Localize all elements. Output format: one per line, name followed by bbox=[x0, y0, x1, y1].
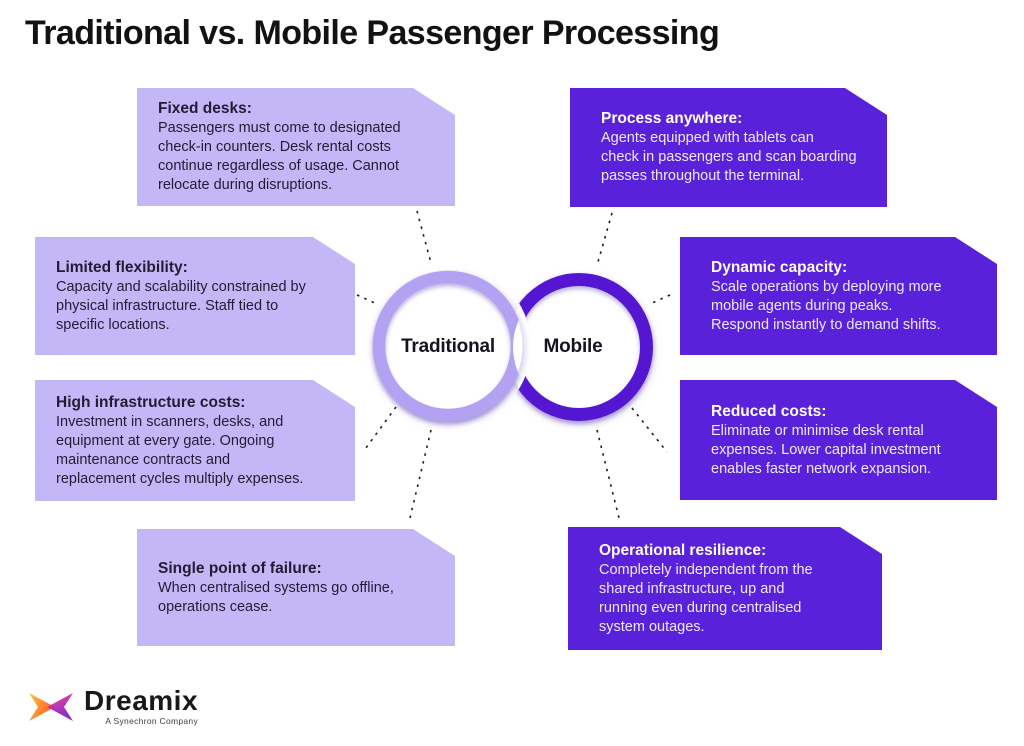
connector-line bbox=[416, 210, 432, 264]
connector-line bbox=[596, 429, 620, 519]
venn-label-traditional: Traditional bbox=[401, 336, 495, 357]
dreamix-wordmark: Dreamix bbox=[84, 685, 199, 716]
page-title: Traditional vs. Mobile Passenger Process… bbox=[25, 14, 720, 52]
connector-line bbox=[597, 212, 613, 263]
dreamix-logo-icon bbox=[29, 693, 73, 721]
callout-heading: Single point of failure: bbox=[158, 559, 322, 577]
callout-body: Scale operations by deploying more mobil… bbox=[711, 278, 942, 333]
callout-body: Completely independent from the shared i… bbox=[599, 561, 813, 635]
callout-body: Capacity and scalability constrained by … bbox=[56, 278, 306, 333]
callout-high-infrastructure-costs: High infrastructure costs: Investment in… bbox=[35, 380, 355, 501]
callout-process-anywhere: Process anywhere: Agents equipped with t… bbox=[570, 88, 887, 207]
connector-line bbox=[362, 406, 397, 453]
connector-line bbox=[356, 294, 378, 305]
connector-line bbox=[649, 294, 671, 305]
callout-dynamic-capacity: Dynamic capacity: Scale operations by de… bbox=[680, 237, 997, 355]
callout-heading: Reduced costs: bbox=[711, 402, 827, 420]
callout-reduced-costs: Reduced costs: Eliminate or minimise des… bbox=[680, 380, 997, 500]
dreamix-tagline: A Synechron Company bbox=[105, 716, 199, 726]
callout-heading: Limited flexibility: bbox=[56, 258, 188, 276]
callout-body: Agents equipped with tablets can check i… bbox=[601, 130, 857, 184]
callout-body: Eliminate or minimise desk rental expens… bbox=[711, 422, 941, 477]
callout-body: Investment in scanners, desks, and equip… bbox=[56, 413, 304, 487]
callout-single-point-of-failure: Single point of failure: When centralise… bbox=[137, 529, 455, 646]
connector-line bbox=[409, 429, 432, 519]
venn-label-mobile: Mobile bbox=[543, 336, 603, 357]
connector-line bbox=[631, 407, 668, 453]
callout-fixed-desks: Fixed desks: Passengers must come to des… bbox=[137, 88, 455, 206]
callout-heading: Process anywhere: bbox=[601, 110, 743, 127]
callout-limited-flexibility: Limited flexibility: Capacity and scalab… bbox=[35, 237, 355, 355]
callout-operational-resilience: Operational resilience: Completely indep… bbox=[568, 527, 882, 650]
callout-heading: Fixed desks: bbox=[158, 100, 252, 117]
dreamix-logo: Dreamix A Synechron Company bbox=[28, 686, 198, 726]
callout-heading: High infrastructure costs: bbox=[56, 393, 246, 411]
callout-heading: Dynamic capacity: bbox=[711, 258, 848, 276]
callout-heading: Operational resilience: bbox=[599, 541, 767, 559]
callout-body: When centralised systems go offline, ope… bbox=[158, 579, 394, 615]
callout-body: Passengers must come to designated check… bbox=[158, 120, 401, 193]
